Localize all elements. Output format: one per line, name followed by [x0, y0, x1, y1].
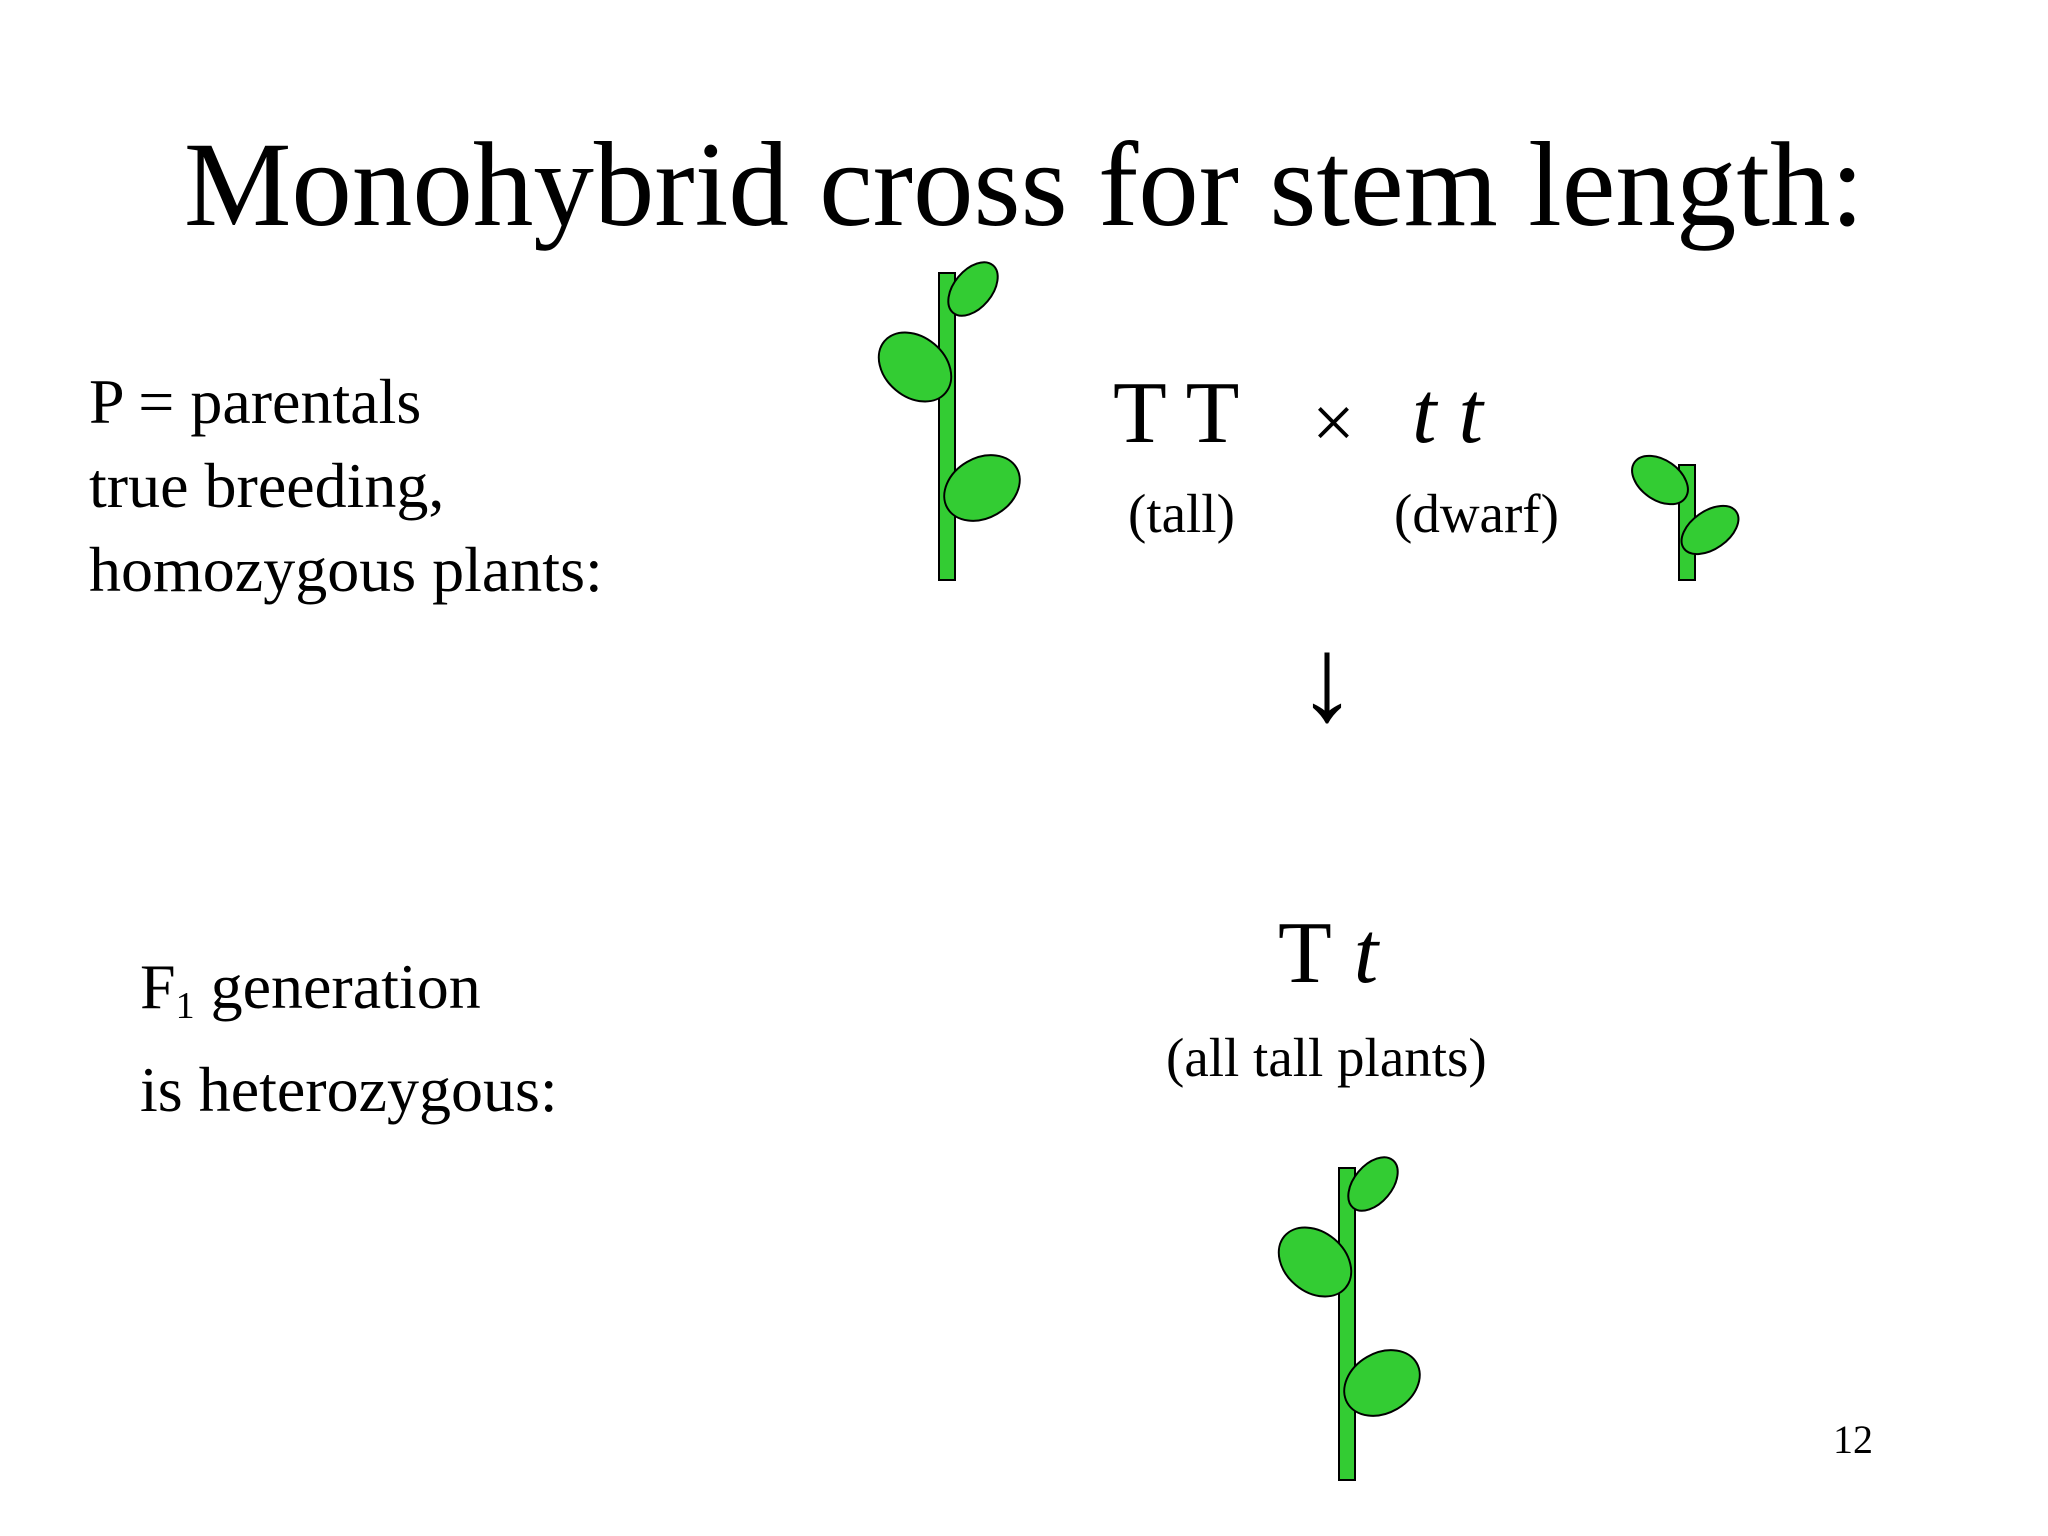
f1-subscript: 1 [175, 985, 195, 1027]
offspring-dominant-allele: T [1278, 905, 1332, 1002]
tall-plant-icon [877, 261, 1021, 581]
parental-line-2: true breeding, [89, 450, 445, 521]
tall-label: (tall) [1128, 483, 1235, 544]
dwarf-genotype: t t [1412, 370, 1483, 458]
parental-line-3: homozygous plants: [89, 534, 603, 605]
dwarf-label: (dwarf) [1394, 483, 1559, 544]
f1-description: F1 generation is heterozygous: [140, 945, 558, 1132]
dwarf-plant-icon [1631, 454, 1740, 581]
parental-description: P = parentals true breeding, homozygous … [89, 360, 603, 612]
offspring-genotype: T t [1278, 910, 1378, 998]
page-number: 12 [1833, 1417, 1873, 1462]
down-arrow-icon: ↓ [1297, 613, 1357, 746]
f1-line-2: is heterozygous: [140, 1054, 558, 1125]
cross-symbol: × [1312, 381, 1355, 465]
offspring-recessive-allele: t [1353, 905, 1379, 1002]
f1-prefix: F [140, 951, 176, 1022]
offspring-plant-icon [1277, 1156, 1421, 1481]
offspring-label: (all tall plants) [1166, 1027, 1487, 1088]
parental-line-1: P = parentals [89, 366, 422, 437]
f1-suffix: generation [194, 951, 481, 1022]
slide-title: Monohybrid cross for stem length: [183, 118, 1865, 252]
f1-line-1: F1 generation [140, 945, 558, 1048]
dwarf-genotype-text: t t [1412, 365, 1483, 462]
tall-genotype: T T [1113, 365, 1240, 462]
